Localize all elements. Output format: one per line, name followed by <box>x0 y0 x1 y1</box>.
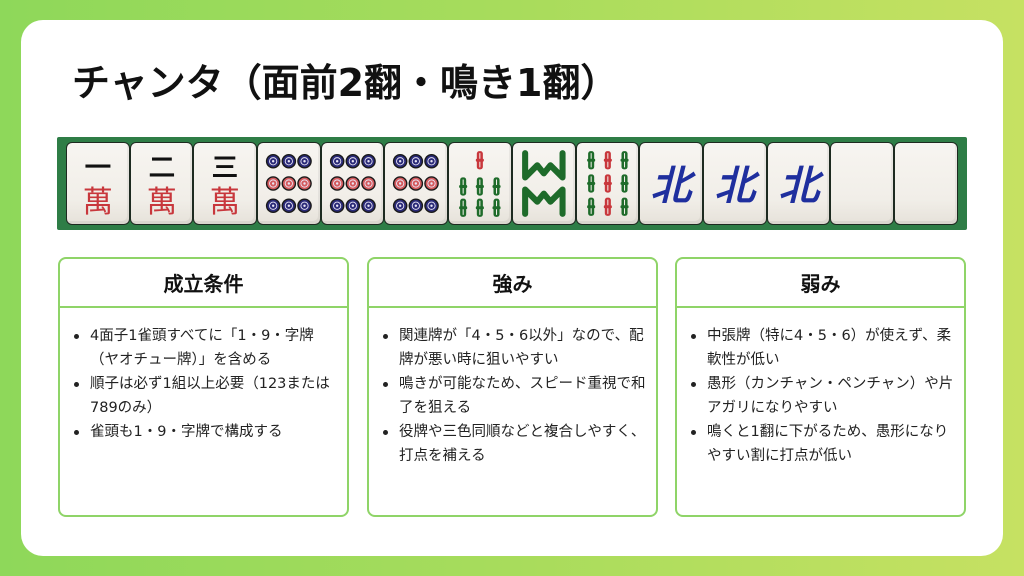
tile-8s <box>511 142 576 225</box>
tile-N: 北 <box>639 142 703 225</box>
tile-9p-icon <box>393 153 440 214</box>
strengths-list: 関連牌が「4・5・6以外」なので、配牌が悪い時に狙いやすい 鳴きが可能なため、ス… <box>369 308 656 468</box>
tile-N-icon: 北 <box>715 162 761 210</box>
svg-text:萬: 萬 <box>210 185 240 220</box>
tile-N-icon: 北 <box>778 162 824 210</box>
tile-8s-icon <box>521 150 566 217</box>
svg-text:北: 北 <box>651 162 697 210</box>
svg-text:萬: 萬 <box>146 185 176 220</box>
tile-9p-icon <box>265 153 312 214</box>
list-item: 順子は必ず1組以上必要（123または789のみ） <box>72 372 337 420</box>
tile-3m-icon: 三萬 <box>210 153 240 220</box>
weaknesses-list: 中張牌（特に4・5・6）が使えず、柔軟性が低い 愚形（カンチャン・ペンチャン）や… <box>677 308 964 468</box>
tile-9s-icon <box>586 151 629 216</box>
tile-N-icon: 北 <box>651 162 697 210</box>
list-item: 鳴くと1翻に下がるため、愚形になりやすい割に打点が低い <box>689 420 954 468</box>
section-strengths: 強み 関連牌が「4・5・6以外」なので、配牌が悪い時に狙いやすい 鳴きが可能なた… <box>367 257 658 517</box>
tile-N: 北 <box>702 142 767 225</box>
svg-text:三: 三 <box>212 153 238 183</box>
list-item: 中張牌（特に4・5・6）が使えず、柔軟性が低い <box>689 324 954 372</box>
tile-2m-icon: 二萬 <box>146 153 176 220</box>
list-item: 役牌や三色同順などと複合しやすく、打点を補える <box>381 420 646 468</box>
tile-P-icon <box>895 143 957 224</box>
tile-9p <box>384 142 449 225</box>
svg-text:二: 二 <box>148 153 174 183</box>
list-item: 鳴きが可能なため、スピード重視で和了を狙える <box>381 372 646 420</box>
tile-1m-icon: 一萬 <box>83 153 113 220</box>
tile-9p <box>257 142 321 225</box>
list-item: 関連牌が「4・5・6以外」なので、配牌が悪い時に狙いやすい <box>381 324 646 372</box>
section-heading: 成立条件 <box>60 259 347 308</box>
svg-text:萬: 萬 <box>83 185 113 220</box>
tile-P <box>893 142 958 225</box>
list-item: 4面子1雀頭すべてに「1・9・字牌（ヤオチュー牌）」を含める <box>72 324 337 372</box>
tile-3m: 三萬 <box>193 142 258 225</box>
svg-text:北: 北 <box>715 162 761 210</box>
tile-1m: 一萬 <box>66 142 130 225</box>
tile-P-icon <box>831 143 893 224</box>
tile-7s <box>448 142 512 225</box>
tile-9p <box>320 142 385 225</box>
conditions-list: 4面子1雀頭すべてに「1・9・字牌（ヤオチュー牌）」を含める 順子は必ず1組以上… <box>60 308 347 444</box>
section-heading: 弱み <box>677 259 964 308</box>
section-conditions: 成立条件 4面子1雀頭すべてに「1・9・字牌（ヤオチュー牌）」を含める 順子は必… <box>58 257 349 517</box>
tile-7s-icon <box>459 151 501 217</box>
section-weaknesses: 弱み 中張牌（特に4・5・6）が使えず、柔軟性が低い 愚形（カンチャン・ペンチャ… <box>675 257 966 517</box>
tile-2m: 二萬 <box>129 142 194 225</box>
page-title: チャンタ（面前2翻・鳴き1翻） <box>72 61 619 105</box>
tile-9p-icon <box>329 153 376 214</box>
mahjong-hand: 一萬二萬三萬 <box>57 137 967 230</box>
svg-text:北: 北 <box>778 162 824 210</box>
tile-P <box>830 142 894 225</box>
tile-9s <box>575 142 640 225</box>
list-item: 雀頭も1・9・字牌で構成する <box>72 420 337 444</box>
section-heading: 強み <box>369 259 656 308</box>
tile-N: 北 <box>766 142 831 225</box>
list-item: 愚形（カンチャン・ペンチャン）や片アガリになりやすい <box>689 372 954 420</box>
svg-text:一: 一 <box>85 153 111 183</box>
